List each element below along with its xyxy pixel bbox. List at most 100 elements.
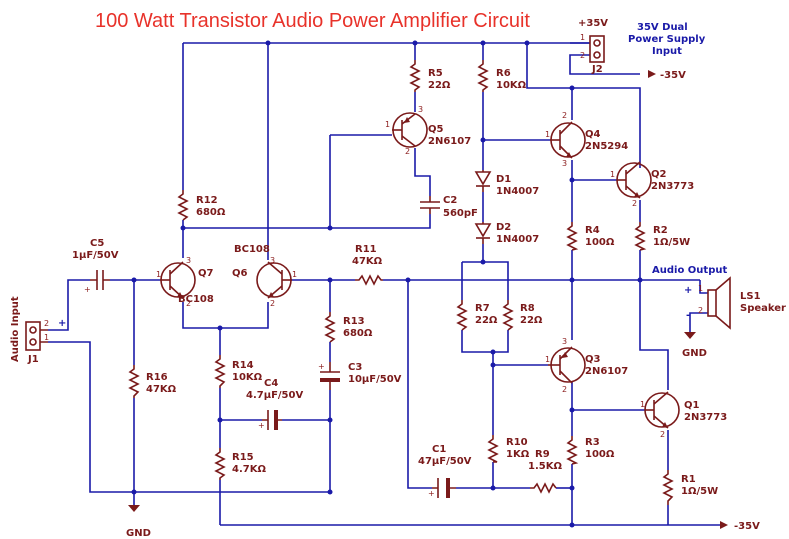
svg-text:+: + bbox=[318, 362, 325, 371]
svg-text:1: 1 bbox=[156, 270, 161, 279]
svg-text:R7: R7 bbox=[475, 303, 490, 314]
svg-text:D2: D2 bbox=[496, 222, 511, 233]
svg-text:J2: J2 bbox=[591, 64, 603, 75]
svg-text:10KΩ: 10KΩ bbox=[232, 372, 263, 383]
svg-text:R13: R13 bbox=[343, 316, 365, 327]
svg-text:Power Supply: Power Supply bbox=[628, 34, 706, 45]
svg-text:C1: C1 bbox=[432, 444, 446, 455]
svg-text:22Ω: 22Ω bbox=[520, 315, 543, 326]
svg-text:35V Dual: 35V Dual bbox=[637, 22, 688, 33]
svg-text:R5: R5 bbox=[428, 68, 443, 79]
resistor-r7: R7 22Ω bbox=[456, 300, 498, 331]
svg-text:1Ω/5W: 1Ω/5W bbox=[681, 486, 718, 497]
svg-text:2N6107: 2N6107 bbox=[585, 366, 628, 377]
svg-text:R10: R10 bbox=[506, 437, 528, 448]
svg-text:100Ω: 100Ω bbox=[585, 237, 615, 248]
resistor-r5: R5 22Ω bbox=[409, 60, 451, 92]
wires bbox=[48, 42, 720, 526]
svg-text:10KΩ: 10KΩ bbox=[496, 80, 527, 91]
svg-text:+: + bbox=[58, 318, 66, 329]
svg-text:2: 2 bbox=[44, 319, 49, 328]
svg-text:2N6107: 2N6107 bbox=[428, 136, 471, 147]
capacitor-c1: + C1 47μF/50V bbox=[418, 444, 472, 498]
diode-d1: D1 1N4007 bbox=[474, 170, 539, 197]
svg-text:2N3773: 2N3773 bbox=[651, 181, 694, 192]
page-title: 100 Watt Transistor Audio Power Amplifie… bbox=[95, 10, 530, 32]
svg-text:-35V: -35V bbox=[734, 521, 760, 532]
svg-text:+35V: +35V bbox=[578, 18, 608, 29]
resistor-r15: R15 4.7KΩ bbox=[214, 448, 266, 480]
resistor-r3: R3 100Ω bbox=[566, 436, 615, 465]
connector-j1: 2 1 + J1 Audio Input bbox=[10, 296, 66, 365]
svg-text:BC108: BC108 bbox=[178, 294, 214, 305]
transistor-q6: 1 3 2 Q6 BC108 bbox=[232, 244, 297, 308]
transistor-q3: 1 3 2 Q3 2N6107 bbox=[545, 337, 628, 394]
transistor-q5: 1 3 2 Q5 2N6107 bbox=[385, 105, 471, 156]
svg-text:2: 2 bbox=[660, 430, 665, 439]
transistor-q7: 1 3 2 Q7 BC108 bbox=[156, 256, 214, 308]
svg-text:+: + bbox=[258, 421, 265, 430]
svg-text:GND: GND bbox=[682, 348, 707, 359]
svg-text:3: 3 bbox=[418, 105, 423, 114]
svg-text:Input: Input bbox=[652, 46, 682, 57]
resistor-r13: R13 680Ω bbox=[324, 312, 373, 343]
svg-text:22Ω: 22Ω bbox=[428, 80, 451, 91]
resistor-r12: R12 680Ω bbox=[177, 190, 226, 221]
svg-text:47μF/50V: 47μF/50V bbox=[418, 456, 472, 467]
svg-text:2: 2 bbox=[405, 147, 410, 156]
svg-text:2: 2 bbox=[580, 51, 585, 60]
svg-text:C4: C4 bbox=[264, 378, 278, 389]
svg-text:Q7: Q7 bbox=[198, 268, 214, 279]
svg-text:+: + bbox=[684, 285, 692, 296]
svg-text:22Ω: 22Ω bbox=[475, 315, 498, 326]
transistor-q2: 1 2 Q2 2N3773 bbox=[610, 161, 694, 208]
resistor-r1: R1 1Ω/5W bbox=[662, 470, 718, 505]
svg-text:D1: D1 bbox=[496, 174, 511, 185]
svg-text:R12: R12 bbox=[196, 195, 218, 206]
resistor-r10: R10 1KΩ bbox=[487, 435, 530, 463]
svg-text:+: + bbox=[428, 489, 435, 498]
svg-text:C2: C2 bbox=[443, 195, 457, 206]
svg-text:+: + bbox=[84, 285, 91, 294]
resistor-r9: R9 1.5KΩ bbox=[528, 449, 562, 494]
svg-text:1: 1 bbox=[698, 284, 703, 293]
svg-text:R11: R11 bbox=[355, 244, 377, 255]
resistor-r8: R8 22Ω bbox=[502, 300, 543, 331]
svg-text:2: 2 bbox=[698, 306, 703, 315]
svg-text:-: - bbox=[686, 310, 690, 321]
svg-text:GND: GND bbox=[126, 528, 151, 539]
svg-text:R3: R3 bbox=[585, 437, 600, 448]
svg-text:4.7μF/50V: 4.7μF/50V bbox=[246, 390, 303, 401]
capacitor-c3: + C3 10μF/50V bbox=[318, 362, 402, 390]
svg-text:3: 3 bbox=[186, 256, 191, 265]
svg-text:1: 1 bbox=[545, 355, 550, 364]
svg-text:C3: C3 bbox=[348, 362, 362, 373]
svg-text:R15: R15 bbox=[232, 452, 254, 463]
svg-text:BC108: BC108 bbox=[234, 244, 270, 255]
svg-text:Speaker: Speaker bbox=[740, 303, 786, 314]
svg-text:R9: R9 bbox=[535, 449, 550, 460]
svg-text:R14: R14 bbox=[232, 360, 254, 371]
svg-text:Q1: Q1 bbox=[684, 400, 700, 411]
svg-text:R4: R4 bbox=[585, 225, 600, 236]
svg-text:Q5: Q5 bbox=[428, 124, 444, 135]
audio-output-label: Audio Output bbox=[652, 265, 727, 276]
svg-text:2: 2 bbox=[562, 111, 567, 120]
svg-text:680Ω: 680Ω bbox=[196, 207, 226, 218]
capacitor-c5: + C5 1μF/50V bbox=[72, 238, 119, 294]
svg-text:4.7KΩ: 4.7KΩ bbox=[232, 464, 266, 475]
power-pos-35v: +35V bbox=[578, 18, 608, 29]
svg-text:R6: R6 bbox=[496, 68, 511, 79]
svg-text:1: 1 bbox=[385, 120, 390, 129]
ground-left: GND bbox=[126, 505, 151, 539]
svg-text:3: 3 bbox=[562, 159, 567, 168]
resistor-r4: R4 100Ω bbox=[566, 222, 615, 251]
resistor-r11: R11 47KΩ bbox=[352, 244, 383, 286]
svg-text:1μF/50V: 1μF/50V bbox=[72, 250, 119, 261]
capacitor-c4: + C4 4.7μF/50V bbox=[246, 378, 303, 430]
svg-text:2: 2 bbox=[186, 299, 191, 308]
svg-text:R8: R8 bbox=[520, 303, 535, 314]
svg-text:Q4: Q4 bbox=[585, 129, 601, 140]
svg-text:1.5KΩ: 1.5KΩ bbox=[528, 461, 562, 472]
